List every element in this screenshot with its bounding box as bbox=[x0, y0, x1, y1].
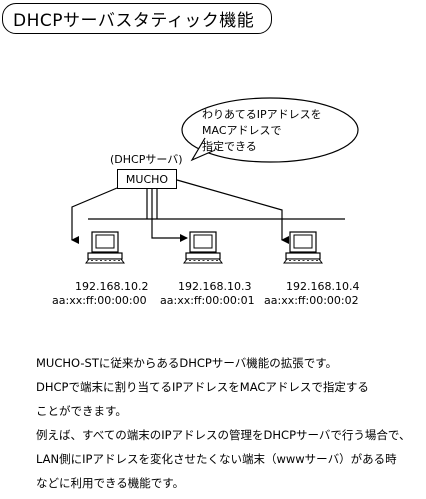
arrow-to-terminal-2 bbox=[151, 189, 188, 242]
computer-icon bbox=[183, 231, 223, 264]
server-caption: (DHCPサーバ) bbox=[110, 153, 183, 166]
page-title: DHCPサーバスタティック機能 bbox=[2, 3, 272, 34]
bubble-text-2: MACアドレスで bbox=[202, 124, 282, 137]
terminal-3-ip: 192.168.10.4 bbox=[286, 280, 360, 293]
bubble-text-1: わりあてるIPアドレスを bbox=[202, 108, 322, 121]
bubble-text-3: 指定できる bbox=[202, 140, 257, 153]
description-line-5: LAN側にIPアドレスを変化させたくない端末（wwwサーバ）がある時 bbox=[36, 452, 397, 466]
terminal-2-mac: aa:xx:ff:00:00:01 bbox=[160, 294, 255, 307]
description-line-4: 例えば、すべての端末のIPアドレスの管理をDHCPサーバで行う場合で、 bbox=[36, 428, 411, 442]
arrow-to-terminal-1 bbox=[71, 187, 118, 244]
description-line-6: などに利用できる機能です。 bbox=[36, 476, 185, 490]
terminal-1-ip: 192.168.10.2 bbox=[75, 280, 149, 293]
description-line-2: DHCPで端末に割り当てるIPアドレスをMACアドレスで指定する bbox=[36, 380, 369, 394]
server-name: MUCHO bbox=[125, 172, 169, 186]
description-line-1: MUCHO-STに従来からあるDHCPサーバ機能の拡張です。 bbox=[36, 356, 338, 370]
description-line-3: ことができます。 bbox=[36, 404, 127, 418]
terminal-2-ip: 192.168.10.3 bbox=[178, 280, 252, 293]
terminal-1-mac: aa:xx:ff:00:00:00 bbox=[52, 294, 147, 307]
computer-icon bbox=[283, 231, 323, 264]
speech-bubble bbox=[181, 97, 359, 163]
arrow-to-terminal-3 bbox=[176, 179, 289, 244]
terminal-3-mac: aa:xx:ff:00:00:02 bbox=[264, 294, 359, 307]
computer-icon bbox=[85, 231, 125, 264]
server-node: MUCHO bbox=[117, 169, 177, 189]
